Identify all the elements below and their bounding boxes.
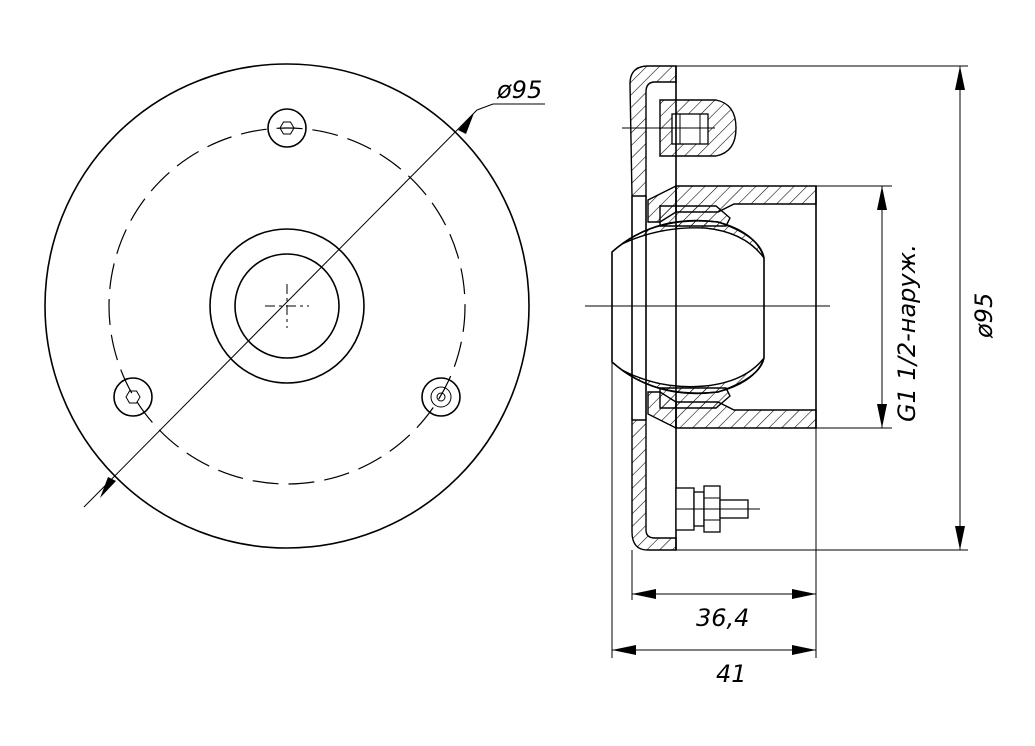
screw-left	[113, 377, 153, 417]
flange-outer-circle	[44, 63, 530, 549]
depth-dimension-36: 36,4	[632, 589, 816, 632]
nozzle-outer-circle	[209, 228, 365, 384]
front-view: ø95	[44, 63, 545, 549]
flange-plate-section	[629, 65, 677, 197]
nozzle-inner-circle	[234, 253, 340, 359]
bolt-pitch-circle	[108, 127, 466, 485]
bottom-bolt	[675, 485, 760, 533]
thread-label: G1 1/2-наруж.	[893, 244, 921, 422]
depth-41-label: 41	[716, 660, 747, 688]
thread-dimension: G1 1/2-наруж.	[877, 186, 921, 428]
side-section-view: ø95 G1 1/2-наруж. 36,4 41	[585, 65, 998, 688]
depth-36-label: 36,4	[696, 604, 749, 632]
screw-right	[421, 377, 461, 417]
front-diameter-label: ø95	[496, 76, 542, 104]
center-mark	[265, 284, 309, 328]
screw-top	[267, 108, 307, 148]
depth-dimension-41: 41	[612, 645, 816, 688]
ball-nozzle	[611, 219, 765, 395]
front-diameter-dimension: ø95	[83, 76, 545, 508]
upper-screw	[622, 99, 737, 157]
side-diameter-dimension: ø95	[955, 66, 998, 550]
extension-lines	[611, 65, 968, 658]
side-diameter-label: ø95	[970, 293, 998, 339]
